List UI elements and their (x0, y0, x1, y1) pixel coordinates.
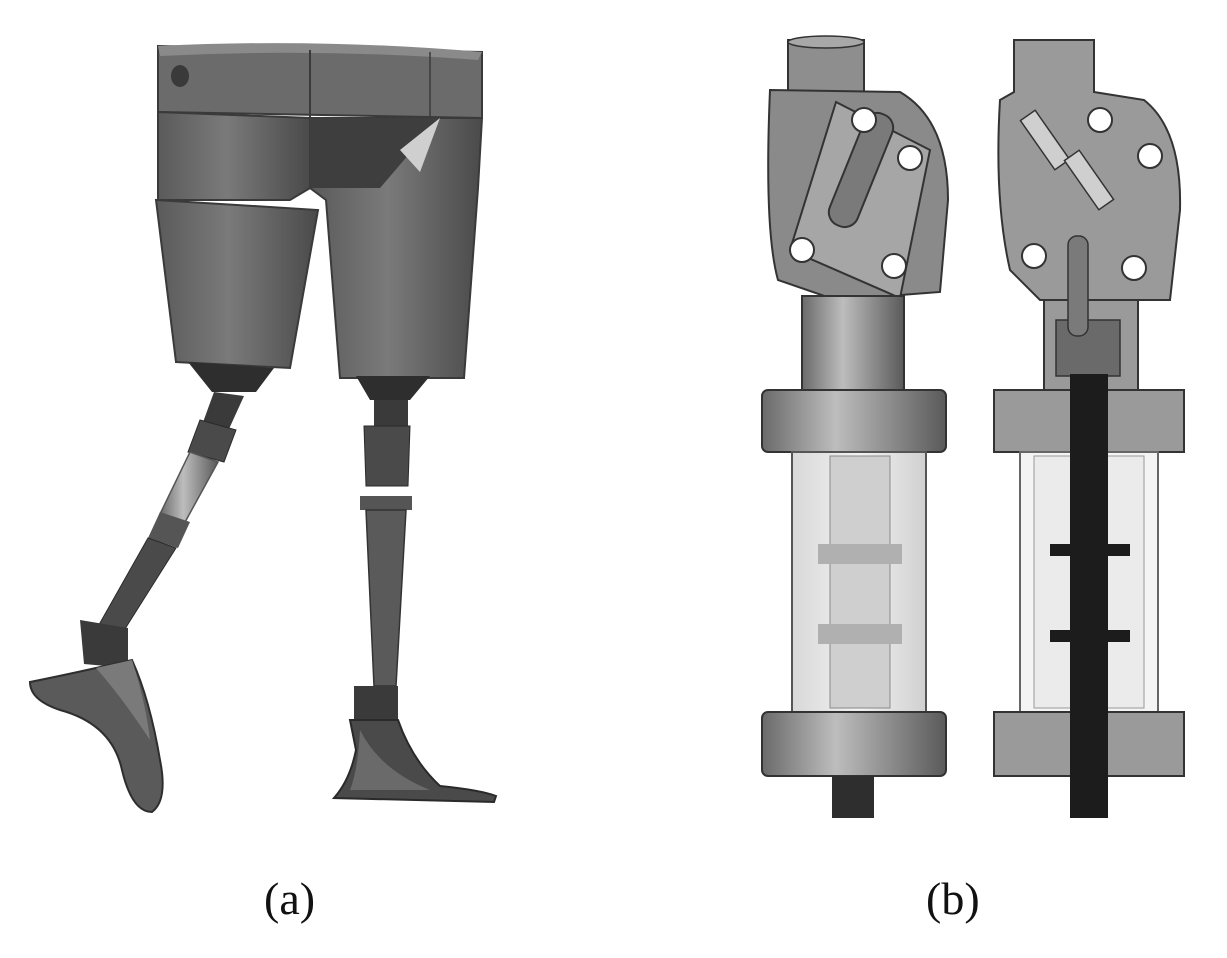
hip-socket (154, 43, 484, 379)
right-prosthetic-leg (331, 376, 498, 804)
panel-b-caption: (b) (926, 873, 980, 924)
panel-a-caption: (a) (264, 873, 316, 924)
left-prosthetic-leg (28, 362, 274, 814)
panel-b-knee-joint (761, 35, 1185, 818)
panel-a-prosthetic-legs (28, 43, 498, 814)
knee-section-view (993, 39, 1185, 818)
knee-exterior-view (761, 35, 950, 818)
